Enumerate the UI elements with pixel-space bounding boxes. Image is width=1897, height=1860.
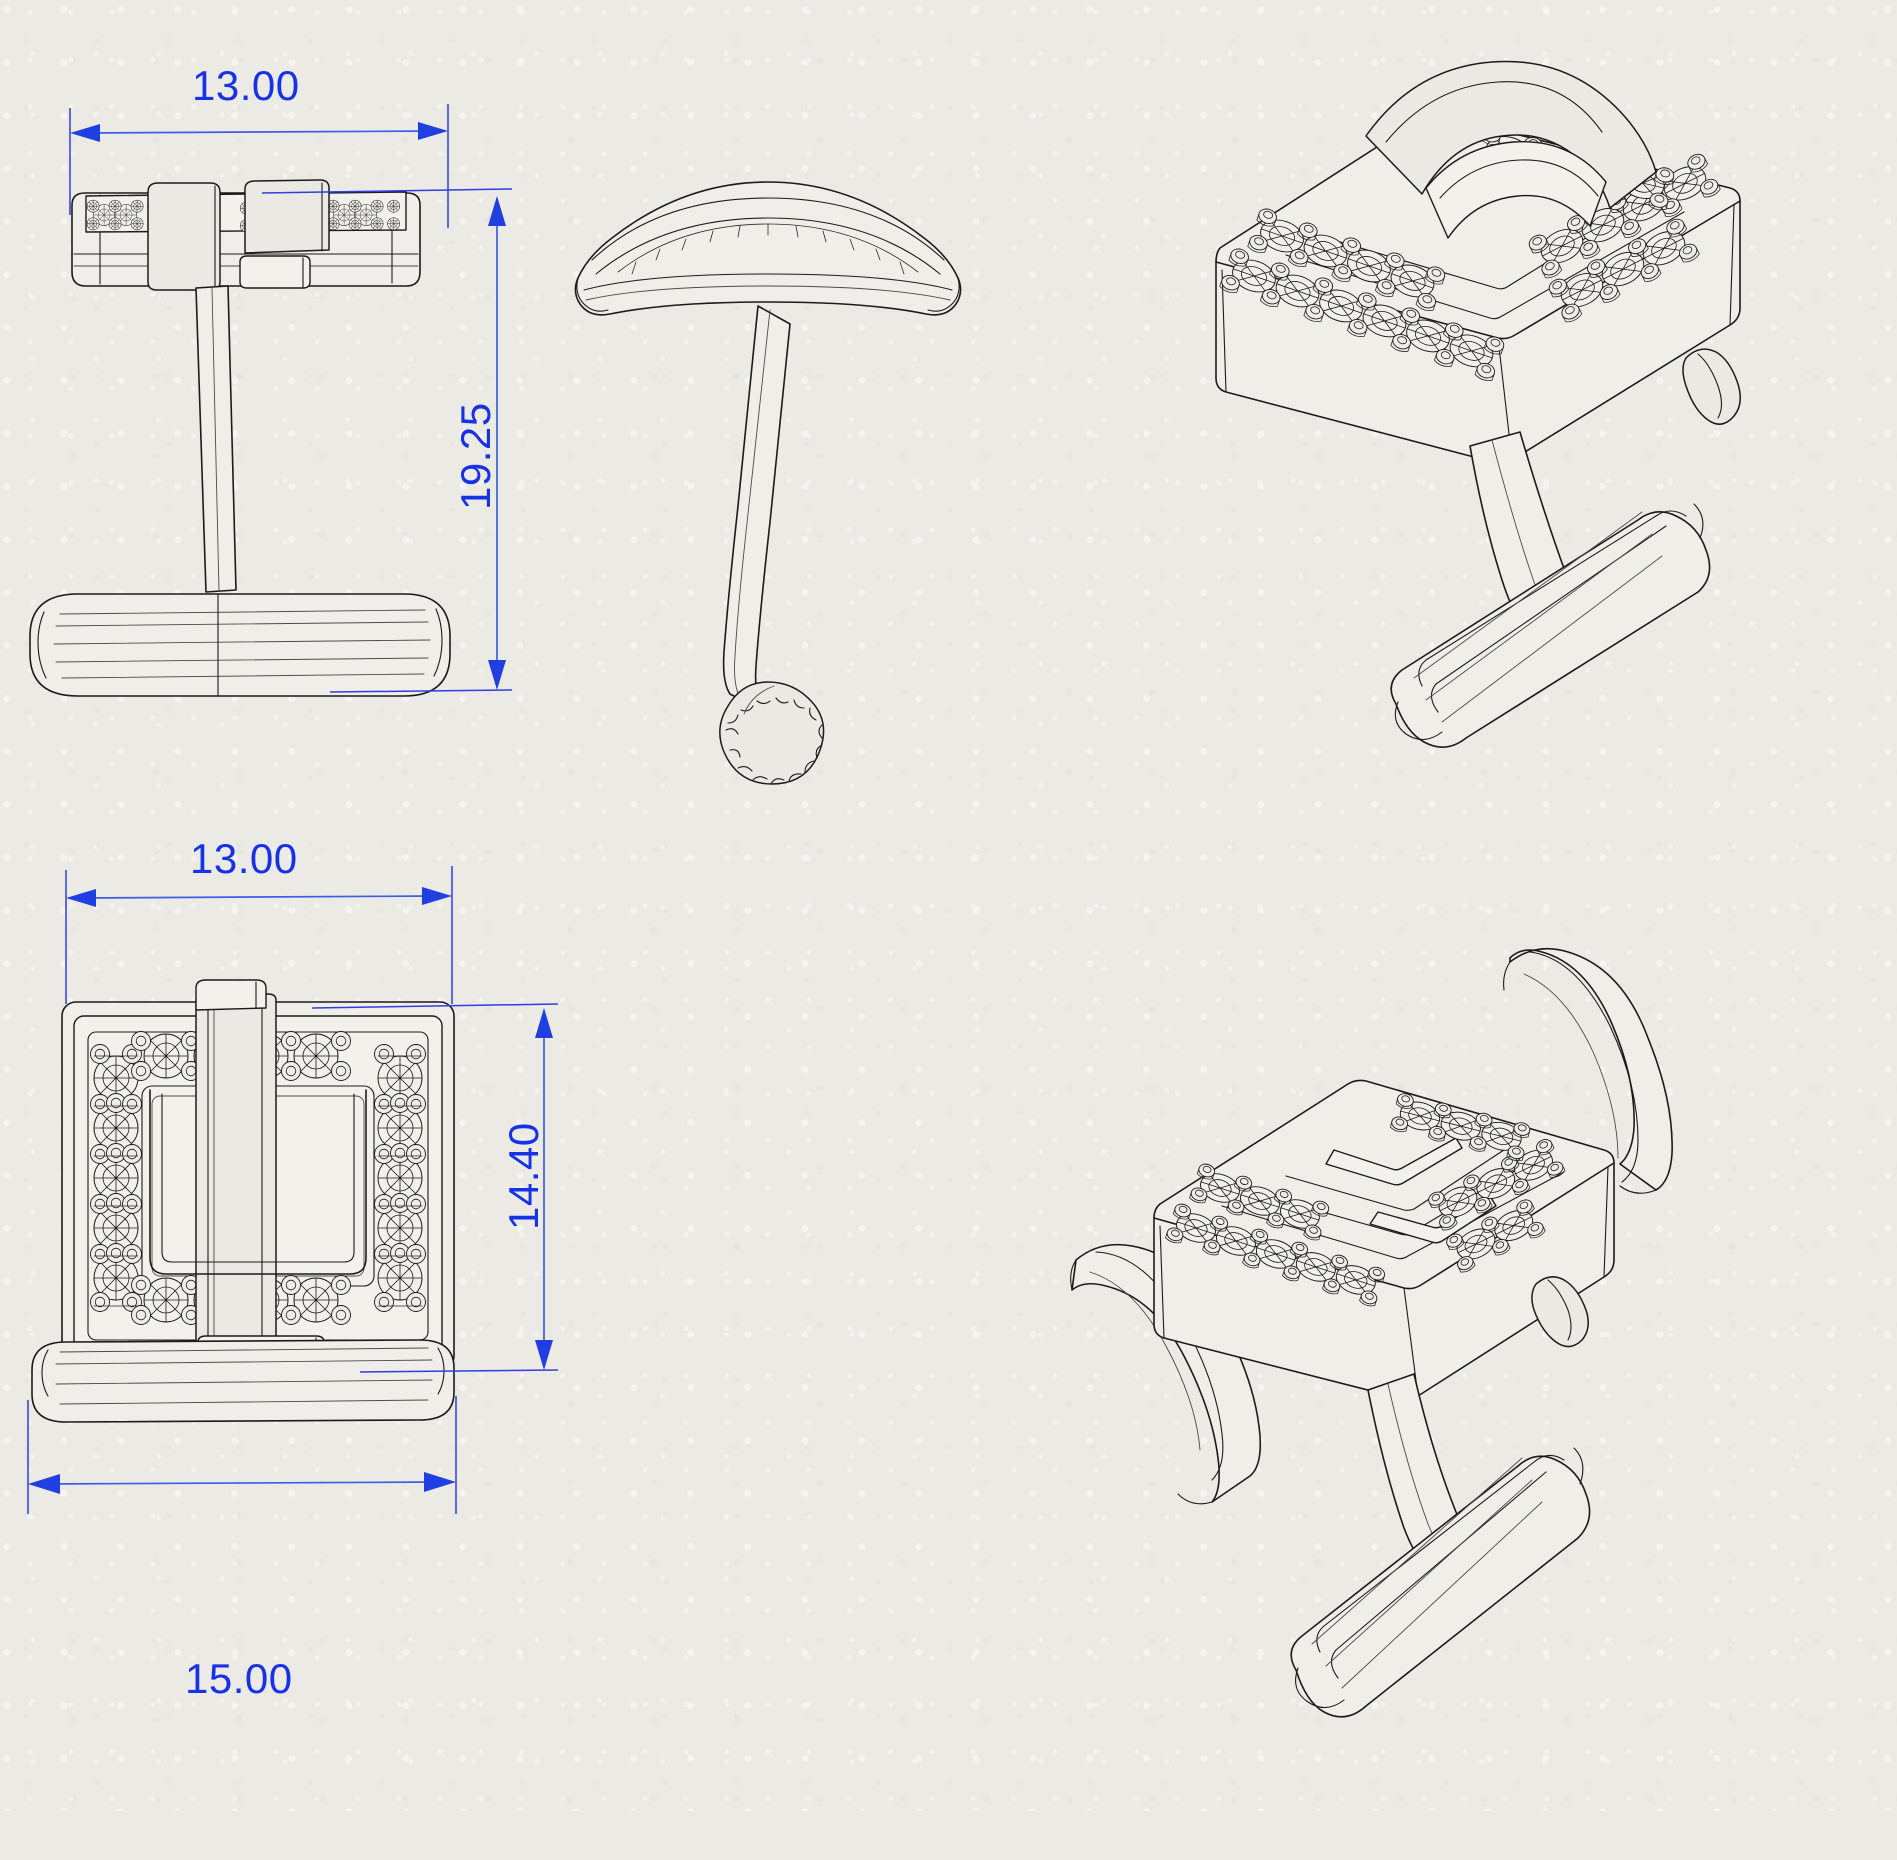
iso2-head-slab xyxy=(1153,1079,1615,1400)
dimension-label-overall-plan: 15.00 xyxy=(185,1655,293,1702)
iso2-hinge-pin xyxy=(1531,1276,1589,1348)
dimension-label-height-top: 19.25 xyxy=(452,402,499,510)
iso1-curved-bridge xyxy=(1365,60,1657,239)
side-head-curved xyxy=(574,181,962,316)
plan-view xyxy=(27,866,559,1514)
plan-toggle-bar xyxy=(31,1339,455,1423)
side-elevation-view xyxy=(574,181,962,785)
dimension-width-13 xyxy=(69,104,449,228)
front-post xyxy=(195,285,237,593)
front-center-bridge xyxy=(147,179,330,291)
isometric-assembled-view xyxy=(1215,60,1741,748)
dimension-label-width-plan: 13.00 xyxy=(190,835,298,882)
cad-drawing-canvas: 13.00 19.25 xyxy=(27,60,1741,1718)
plan-pave-left xyxy=(90,1044,142,1312)
dim-plan-13 xyxy=(65,866,453,1004)
knurl-scallops xyxy=(725,697,823,785)
side-toggle-knurled-end xyxy=(719,681,825,785)
iso1-toggle-bar xyxy=(1390,503,1711,748)
dimension-height-19-25 xyxy=(261,188,513,693)
dimension-label-width-top: 13.00 xyxy=(192,62,300,109)
isometric-exploded-view xyxy=(1070,947,1673,1718)
side-stone-channel xyxy=(617,223,919,275)
front-toggle-bar xyxy=(29,593,451,697)
iso2-bridge-piece-right xyxy=(1503,947,1673,1194)
iso2-toggle-bar xyxy=(1290,1447,1591,1718)
plan-pave-right xyxy=(374,1044,426,1312)
side-post-curved xyxy=(722,305,791,711)
dimension-label-depth-plan: 14.40 xyxy=(500,1122,547,1230)
plan-inner-bracket xyxy=(149,1089,367,1275)
front-elevation-view xyxy=(29,104,513,697)
iso1-hinge-pin xyxy=(1682,348,1741,425)
dim-plan-14-40 xyxy=(311,1003,559,1373)
dim-plan-15 xyxy=(27,1396,457,1514)
